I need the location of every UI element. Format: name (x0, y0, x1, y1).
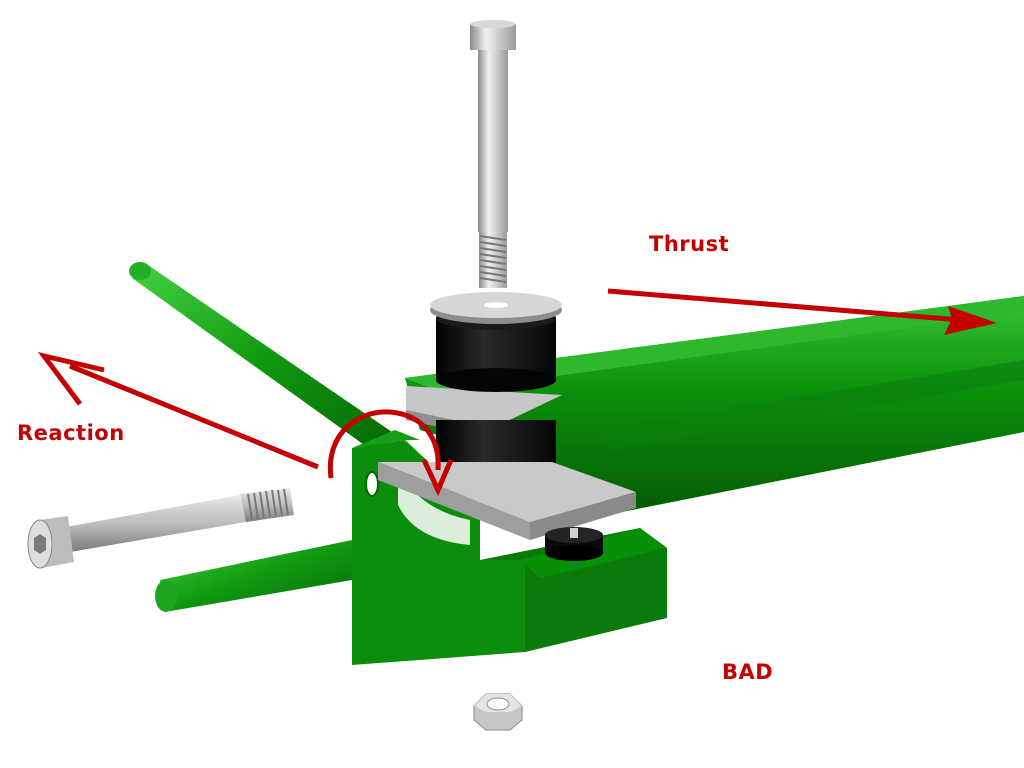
reaction-label: Reaction (17, 421, 125, 445)
moment-arrow-icon (327, 409, 454, 497)
frame-tube (405, 296, 1024, 512)
verdict-label: BAD (722, 660, 774, 684)
vertical-bolt (470, 20, 516, 288)
nut (473, 693, 523, 731)
bracket-block (352, 430, 667, 665)
lower-rod (155, 540, 352, 612)
washer (430, 292, 562, 324)
thrust-label: Thrust (649, 232, 730, 256)
diagonal-rod (129, 262, 392, 452)
horizontal-bolt (27, 488, 294, 569)
small-bushing (545, 527, 603, 561)
thrust-arrow-icon (607, 288, 997, 335)
reaction-arrow-icon (37, 352, 319, 470)
